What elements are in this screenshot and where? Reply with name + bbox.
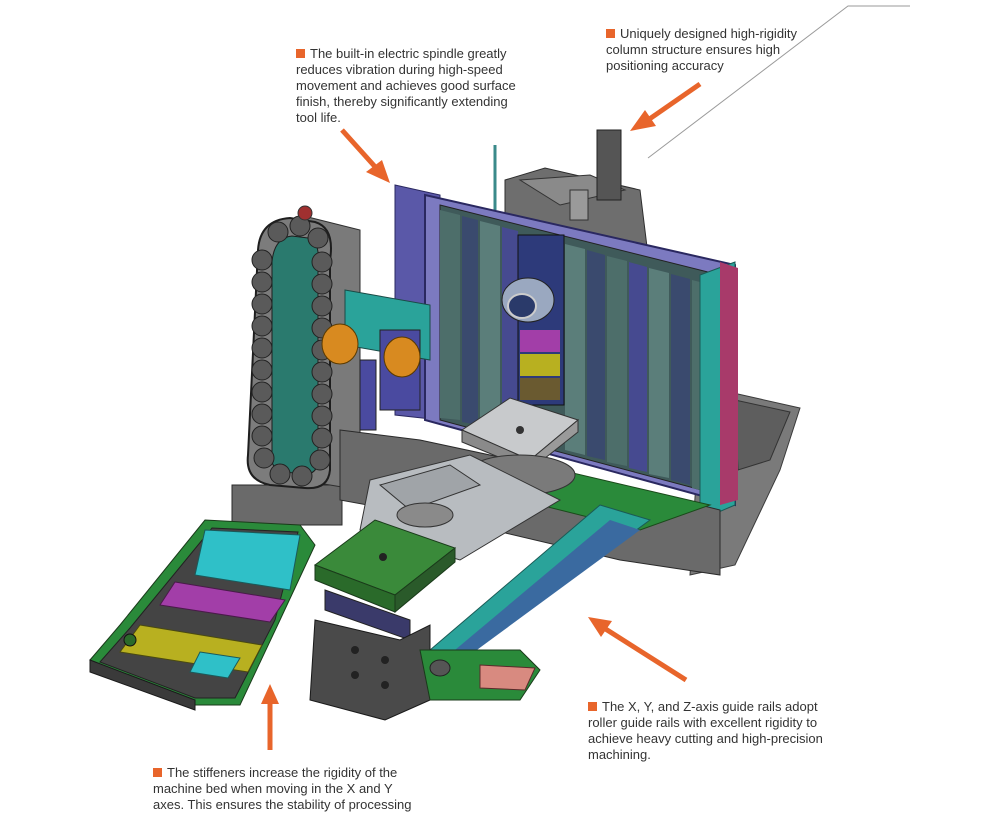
callout-spindle-text: The built-in electric spindle greatly re… xyxy=(296,46,516,125)
lower-table xyxy=(313,519,457,641)
bullet-icon xyxy=(606,29,615,38)
arrow-stiffeners xyxy=(261,684,279,750)
bullet-icon xyxy=(296,49,305,58)
spindle-head xyxy=(501,234,565,406)
arrow-spindle xyxy=(340,128,390,183)
callout-column: Uniquely designed high-rigidity column s… xyxy=(606,26,816,74)
bellows-cover xyxy=(440,210,720,495)
arrow-rails xyxy=(588,617,688,683)
callout-stiffeners-text: The stiffeners increase the rigidity of … xyxy=(153,765,412,812)
pedestal xyxy=(309,619,431,721)
bullet-icon xyxy=(153,768,162,777)
arrow-column xyxy=(630,81,702,131)
callout-spindle: The built-in electric spindle greatly re… xyxy=(296,46,516,126)
callout-rails: The X, Y, and Z-axis guide rails adopt r… xyxy=(588,699,824,763)
front-base xyxy=(419,649,541,701)
callout-rails-text: The X, Y, and Z-axis guide rails adopt r… xyxy=(588,699,823,762)
column-top xyxy=(493,129,649,256)
upper-table xyxy=(460,397,580,496)
right-guard xyxy=(699,261,738,521)
front-tray xyxy=(89,519,316,711)
callout-column-text: Uniquely designed high-rigidity column s… xyxy=(606,26,798,73)
bullet-icon xyxy=(588,702,597,711)
callout-stiffeners: The stiffeners increase the rigidity of … xyxy=(153,765,423,813)
motor-assembly xyxy=(321,289,431,431)
leader-line xyxy=(647,5,910,159)
